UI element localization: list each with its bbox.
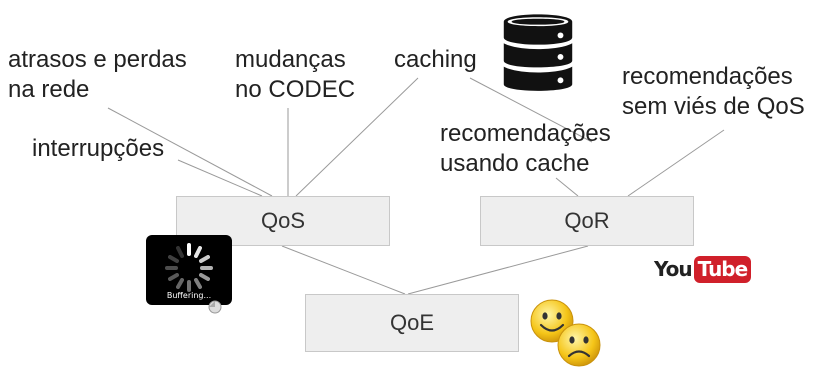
buffering-screen: Buffering... (146, 235, 232, 305)
label-recommendations-without-qos-bias: recomendações sem viés de QoS (622, 63, 805, 120)
edge-unbiased-recs-qor (627, 129, 725, 197)
edge-delays-qos (107, 107, 273, 197)
label-codec-changes: mudanças no CODEC (235, 46, 356, 103)
loading-cursor-icon (208, 300, 222, 314)
label-interruptions: interrupções (32, 135, 165, 162)
qoe-node: QoE (305, 294, 519, 352)
qor-node: QoR (480, 196, 694, 246)
youtube-logo: You Tube (654, 255, 752, 283)
youtube-logo-tube: Tube (693, 255, 752, 283)
youtube-logo-you: You (654, 257, 693, 281)
label-caching: caching (394, 46, 477, 73)
edge-caching-qos (295, 77, 419, 197)
buffering-spinner-icon (165, 243, 213, 292)
database-icon (503, 14, 573, 91)
edge-interruptions-qos (177, 159, 263, 197)
edge-qor-qoe (407, 245, 589, 295)
buffering-text: Buffering... (166, 291, 212, 300)
qor-node-label: QoR (564, 208, 610, 233)
qos-node-label: QoS (260, 208, 306, 233)
smiley-sad-icon (557, 323, 601, 367)
label-network-delays-losses: atrasos e perdas na rede (8, 46, 187, 103)
edge-cache-recs-qor (555, 177, 579, 197)
edge-qos-qoe (281, 245, 406, 295)
edge-caching-cache-recs (469, 77, 593, 143)
label-recommendations-using-cache: recomendações usando cache (440, 120, 611, 177)
qoe-node-label: QoE (389, 310, 435, 335)
